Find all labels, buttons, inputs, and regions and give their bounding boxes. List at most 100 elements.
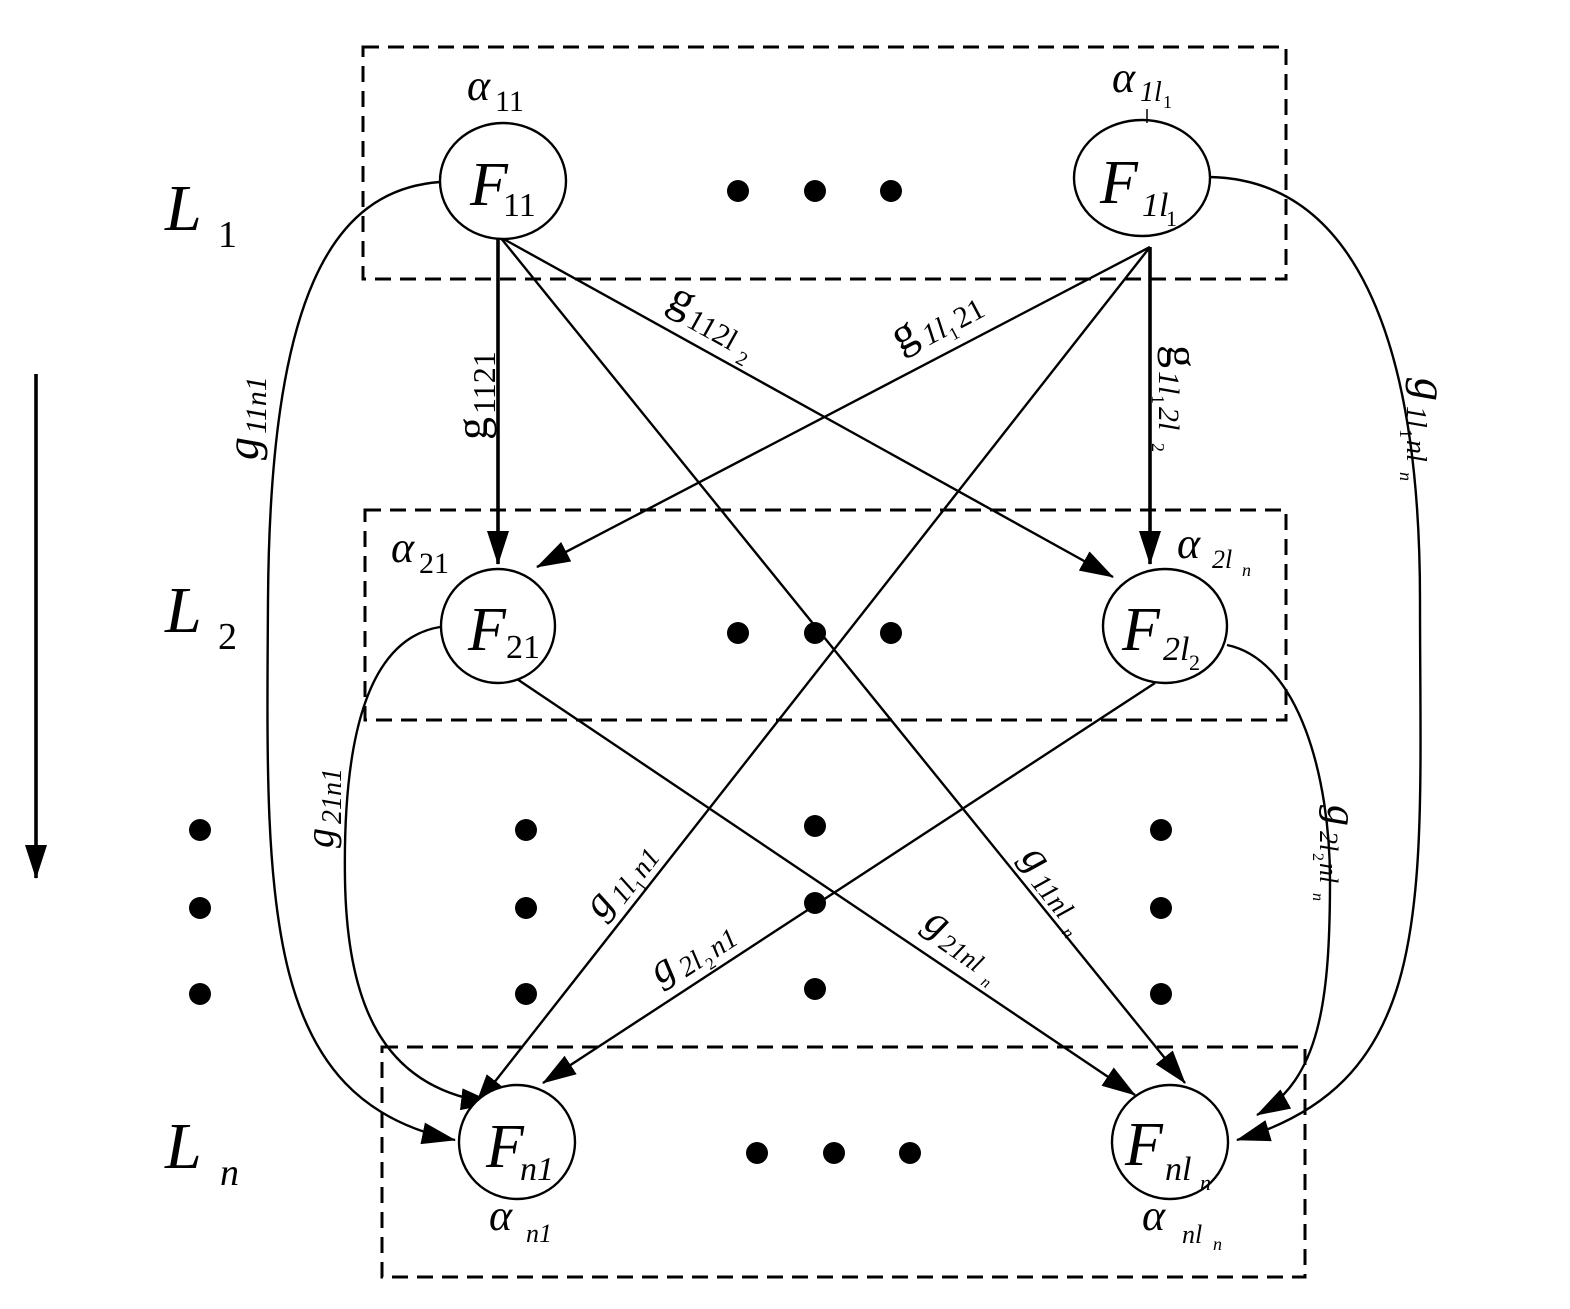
- svg-text:n1: n1: [520, 1151, 554, 1188]
- svg-text:112l: 112l: [681, 303, 743, 357]
- weight-alpha-1l1: α 1l 1: [1112, 53, 1172, 123]
- edge-g11n1: [266, 180, 456, 1145]
- svg-text:g: g: [881, 305, 925, 361]
- label-g21n1: g 21n1: [297, 768, 348, 848]
- svg-text:nl: nl: [1400, 440, 1431, 462]
- edge-g2l2nln: [1226, 643, 1332, 1117]
- svg-text:1l: 1l: [1400, 406, 1431, 428]
- vertical-ellipsis-center: [804, 815, 826, 1000]
- label-g11nln: g 11nl n: [1012, 835, 1079, 941]
- layer-label-Ln: L n: [164, 1110, 239, 1194]
- weight-alpha-nln: α nl n: [1142, 1191, 1222, 1254]
- svg-text:n: n: [1396, 472, 1416, 481]
- svg-text:g: g: [446, 417, 497, 440]
- vertical-ellipsis-col-1: [515, 819, 537, 1005]
- svg-text:1: 1: [1148, 395, 1168, 404]
- label-g1l1nln: g 1l 1 nl n: [1396, 378, 1456, 481]
- svg-text:L: L: [164, 172, 202, 245]
- svg-text:g: g: [1318, 805, 1364, 826]
- label-g21nln: g 21nl n: [916, 897, 994, 992]
- label-g1121: g 1121: [446, 351, 502, 440]
- node-Fnln: F nl n: [1110, 1083, 1230, 1201]
- vertical-ellipsis-left: [189, 819, 211, 1005]
- svg-text:F: F: [1099, 149, 1139, 217]
- layer-1-ellipsis: [727, 180, 902, 202]
- svg-text:1: 1: [218, 214, 237, 256]
- edge-g112l2: [499, 235, 1114, 579]
- svg-text:g: g: [297, 828, 342, 848]
- layer-2-ellipsis: [727, 622, 902, 644]
- layer-n-ellipsis: [746, 1142, 921, 1164]
- svg-text:21: 21: [506, 629, 540, 666]
- label-g11n1: g 11n1: [217, 376, 273, 460]
- svg-text:g: g: [640, 943, 683, 993]
- svg-text:F: F: [467, 596, 507, 664]
- svg-text:2: 2: [1189, 650, 1200, 675]
- svg-text:n: n: [1213, 1234, 1222, 1254]
- label-g2l2nln: g 2l 2 nl n: [1309, 805, 1364, 901]
- svg-text:2: 2: [732, 347, 751, 371]
- svg-text:11: 11: [503, 187, 536, 224]
- svg-text:g: g: [1157, 345, 1208, 368]
- node-F1l1: F 1l 1: [1072, 118, 1212, 238]
- edge-g11nln: [499, 236, 1186, 1084]
- edge-g1l121: [536, 245, 1151, 569]
- svg-text:g: g: [217, 437, 268, 460]
- svg-text:F: F: [1121, 596, 1161, 664]
- svg-text:1l: 1l: [1152, 371, 1185, 394]
- edge-g2l2n1: [542, 681, 1156, 1085]
- svg-text:L: L: [164, 1110, 202, 1183]
- layer-n-box: [380, 1045, 1307, 1279]
- svg-text:n1: n1: [625, 842, 667, 883]
- svg-text:2l: 2l: [1314, 831, 1343, 851]
- vertical-ellipsis-col-right: [1150, 819, 1172, 1005]
- svg-text:n: n: [220, 1152, 239, 1194]
- svg-text:n: n: [1242, 560, 1251, 580]
- svg-text:2l: 2l: [1212, 545, 1232, 574]
- svg-text:F: F: [485, 1113, 525, 1181]
- svg-text:nl: nl: [1165, 1151, 1191, 1188]
- weight-alpha-11: α 11: [467, 61, 524, 118]
- label-g1l121: g 1l 1 21: [881, 292, 990, 361]
- layer-label-L2: L 2: [164, 574, 237, 658]
- svg-text:11n1: 11n1: [240, 376, 273, 434]
- svg-text:α: α: [1142, 1191, 1166, 1240]
- weight-alpha-n1: α n1: [489, 1191, 552, 1248]
- svg-text:2: 2: [218, 616, 237, 658]
- svg-text:1: 1: [1166, 206, 1177, 231]
- edge-g1l1n1: [474, 246, 1151, 1108]
- svg-text:1: 1: [1396, 429, 1416, 438]
- svg-text:L: L: [164, 574, 202, 647]
- svg-text:1121: 1121: [466, 351, 502, 414]
- svg-text:n1: n1: [526, 1219, 552, 1248]
- layer-2-box: [363, 508, 1288, 722]
- node-Fn1: F n1: [457, 1083, 577, 1201]
- svg-text:1l: 1l: [1142, 187, 1168, 224]
- svg-text:n: n: [1309, 893, 1326, 901]
- svg-text:1: 1: [1163, 92, 1172, 112]
- edge-g21nln: [516, 678, 1136, 1096]
- weight-alpha-2ln: α 2l n: [1177, 519, 1251, 580]
- svg-text:11: 11: [495, 85, 524, 118]
- svg-text:α: α: [1112, 53, 1136, 102]
- node-F21: F 21: [439, 567, 557, 685]
- svg-text:2l: 2l: [1163, 631, 1189, 668]
- svg-text:α: α: [1177, 519, 1201, 568]
- svg-text:21nl: 21nl: [934, 928, 989, 978]
- svg-text:2l: 2l: [1152, 407, 1185, 430]
- layer-label-L1: L 1: [164, 172, 237, 256]
- edge-g1l1nln: [1209, 175, 1422, 1142]
- svg-text:n: n: [1200, 1170, 1211, 1195]
- svg-text:11nl: 11nl: [1025, 868, 1079, 925]
- weight-alpha-21: α 21: [391, 523, 449, 580]
- svg-text:g: g: [1405, 378, 1456, 401]
- label-g112l2: g 112l 2: [661, 270, 751, 371]
- svg-text:2: 2: [1148, 443, 1168, 452]
- svg-text:α: α: [391, 523, 415, 572]
- svg-text:2: 2: [1309, 853, 1326, 861]
- svg-text:F: F: [469, 151, 509, 219]
- svg-text:α: α: [467, 61, 491, 110]
- svg-text:nl: nl: [1314, 863, 1343, 883]
- svg-text:n: n: [978, 973, 994, 992]
